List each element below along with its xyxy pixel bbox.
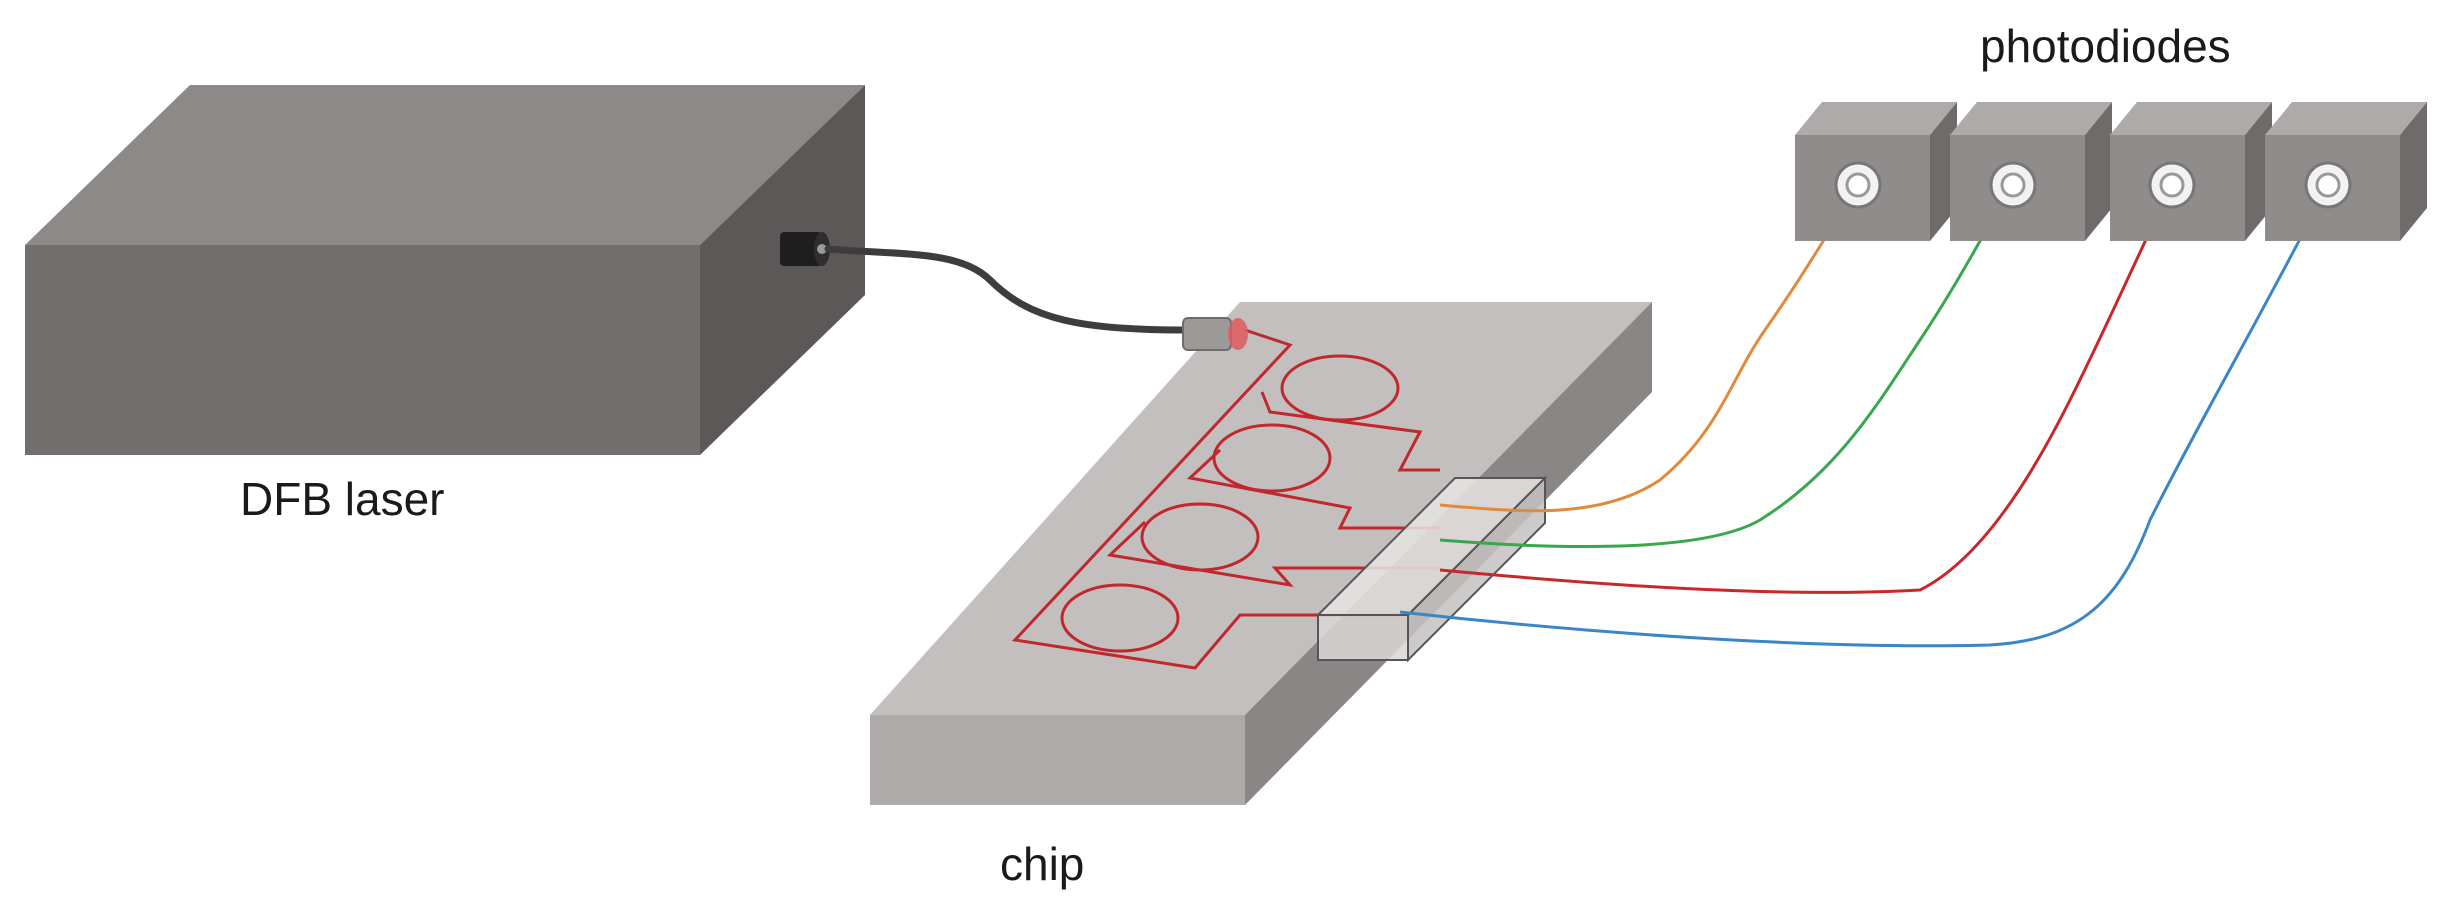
output-fiber-2	[1439, 184, 2015, 549]
dfb-laser	[25, 85, 865, 455]
chip	[870, 302, 1652, 805]
drop-waveguide-1	[1260, 391, 1440, 472]
bus-waveguide	[1011, 328, 1410, 670]
photodiode-1	[1795, 102, 1957, 241]
input-fiber	[824, 245, 1194, 334]
drop-waveguide-2	[1186, 448, 1440, 530]
laser-top-face	[25, 85, 865, 245]
ring-resonator-1	[1280, 354, 1400, 422]
photodiode-array	[1795, 102, 2427, 241]
output-fibers	[1399, 184, 2330, 648]
fiber-array-block	[1315, 475, 1548, 663]
ring-resonator-3	[1140, 502, 1260, 572]
drop-waveguide-3	[1106, 520, 1440, 588]
photodiode-2	[1950, 102, 2112, 241]
chip-label: chip	[1000, 838, 1084, 890]
ring-resonator-4	[1060, 583, 1180, 653]
laser-side-face	[700, 85, 865, 455]
chip-front-face	[870, 715, 1245, 805]
laser-front-face	[25, 245, 700, 455]
output-fiber-3	[1439, 184, 2174, 594]
output-fiber-4	[1399, 184, 2330, 648]
chip-top-face	[870, 302, 1652, 715]
photodiode-4	[2265, 102, 2427, 241]
photodiode-3	[2110, 102, 2272, 241]
laser-output-connector	[780, 232, 830, 266]
photodiodes-label: photodiodes	[1980, 20, 2231, 72]
ring-resonator-2	[1212, 423, 1332, 493]
input-coupler	[1182, 317, 1248, 351]
laser-label: DFB laser	[240, 473, 444, 525]
output-fiber-1	[1439, 184, 1860, 513]
waveguide-circuit	[1011, 328, 1440, 670]
